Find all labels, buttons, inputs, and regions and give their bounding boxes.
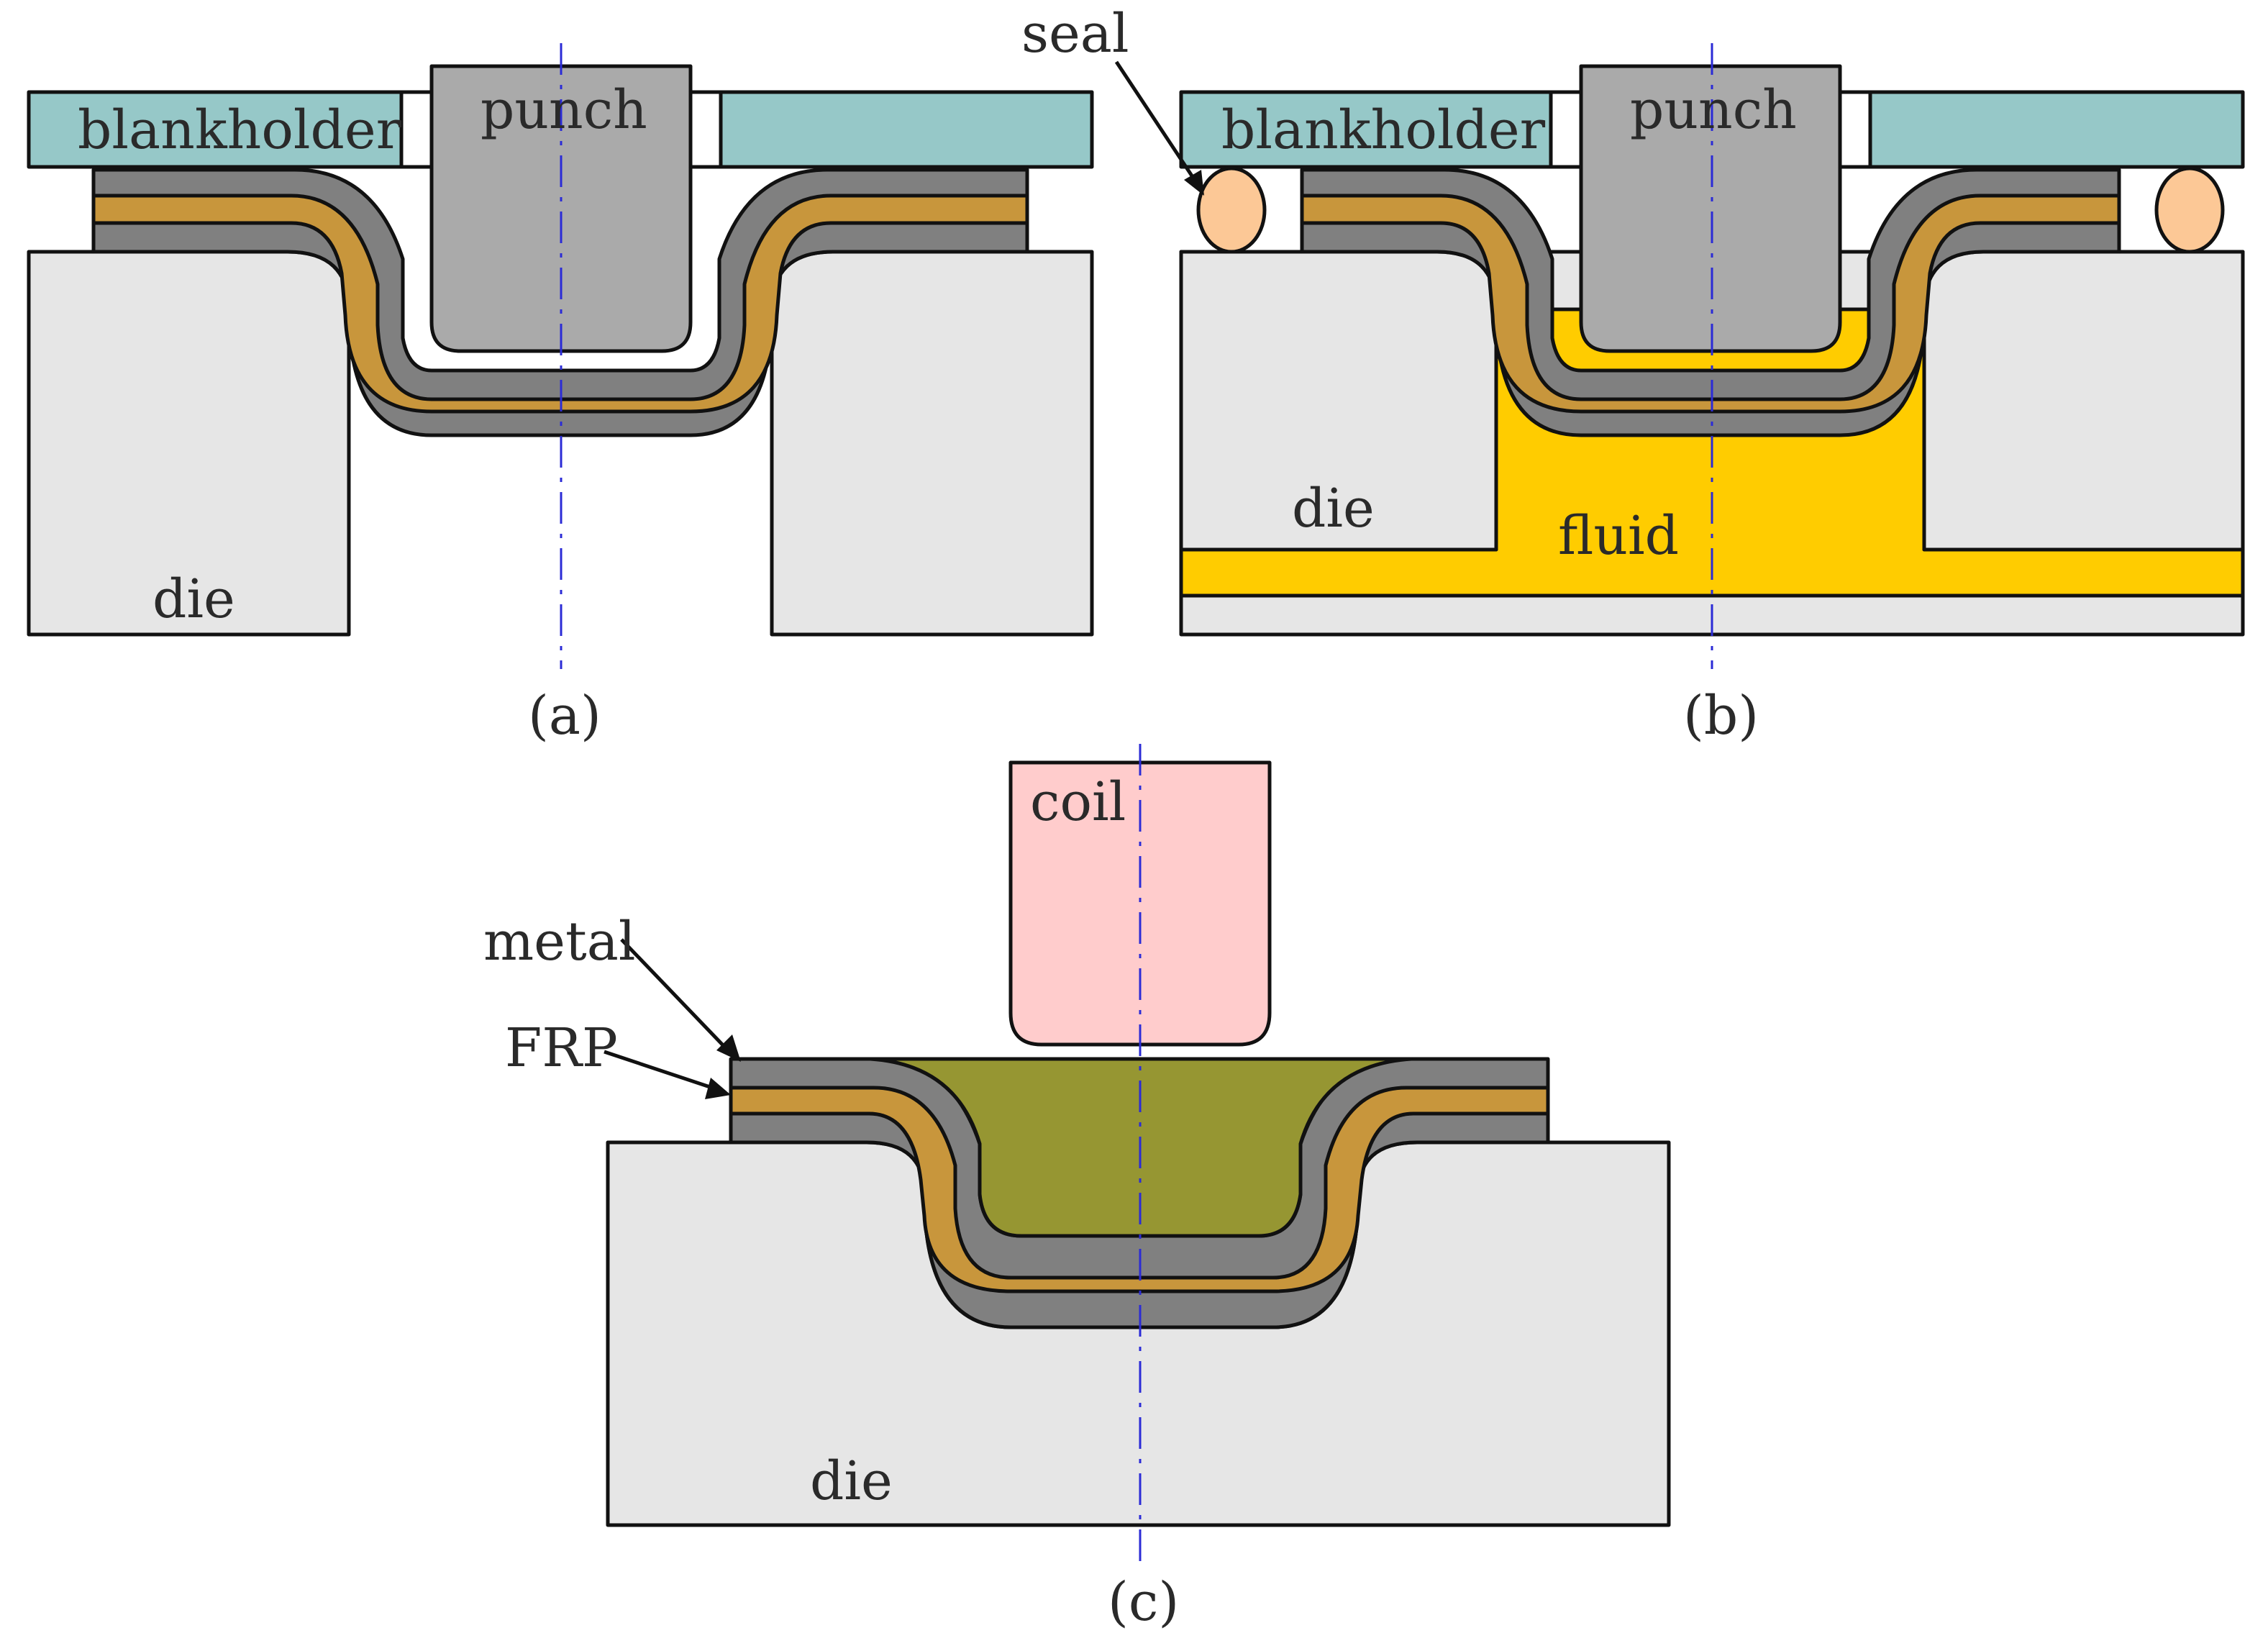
panel-c: coil metal FRP die (c) bbox=[483, 744, 1671, 1633]
metal-leader-line bbox=[620, 938, 728, 1050]
die-right-block-b bbox=[1922, 250, 2245, 552]
caption-c: (c) bbox=[1108, 1571, 1179, 1633]
fluid-label-b: fluid bbox=[1558, 505, 1679, 567]
metal-arrowhead bbox=[716, 1034, 741, 1062]
blankholder-gap-left-a bbox=[399, 90, 434, 169]
laminate-frp-c bbox=[729, 1086, 1550, 1293]
punch-label-a: punch bbox=[481, 79, 647, 141]
laminate-frp-a bbox=[91, 194, 1029, 414]
seal-right-b bbox=[2154, 166, 2225, 254]
punch-label-b: punch bbox=[1630, 79, 1797, 141]
punch-a bbox=[429, 64, 693, 353]
laminate-frp-b bbox=[1300, 194, 2121, 414]
blankholder-gap-right-b bbox=[1838, 90, 1872, 169]
seal-leader-line bbox=[1114, 60, 1198, 183]
die-label-a: die bbox=[152, 568, 235, 630]
blankholder-right-a bbox=[719, 90, 1094, 169]
seal-label-b: seal bbox=[1021, 3, 1129, 65]
blankholder-label-a: blankholder bbox=[78, 99, 402, 161]
frp-arrowhead bbox=[705, 1078, 731, 1099]
coil-label-c: coil bbox=[1030, 771, 1126, 833]
blankholder-right-b bbox=[1868, 90, 2245, 169]
panel-a: blankholder punch die (a) bbox=[27, 43, 1094, 747]
die-label-c: die bbox=[810, 1450, 893, 1512]
die-right-a bbox=[770, 250, 1094, 637]
seal-arrowhead bbox=[1184, 170, 1204, 196]
metal-label-c: metal bbox=[483, 911, 636, 973]
seal-left-b bbox=[1196, 166, 1267, 254]
blankholder-gap-left-b bbox=[1549, 90, 1583, 169]
frp-leader-line bbox=[604, 1050, 713, 1090]
coil-c bbox=[1008, 760, 1272, 1047]
caption-b: (b) bbox=[1683, 685, 1759, 747]
blankholder-gap-right-a bbox=[688, 90, 723, 169]
punch-b bbox=[1579, 64, 1842, 353]
panel-b: seal blankholder punch die fluid (b) bbox=[1021, 3, 2245, 747]
die-label-b: die bbox=[1292, 478, 1375, 540]
caption-a: (a) bbox=[528, 685, 601, 747]
frp-label-c: FRP bbox=[505, 1017, 618, 1079]
blankholder-left-a bbox=[27, 90, 404, 169]
blankholder-label-b: blankholder bbox=[1221, 99, 1546, 161]
